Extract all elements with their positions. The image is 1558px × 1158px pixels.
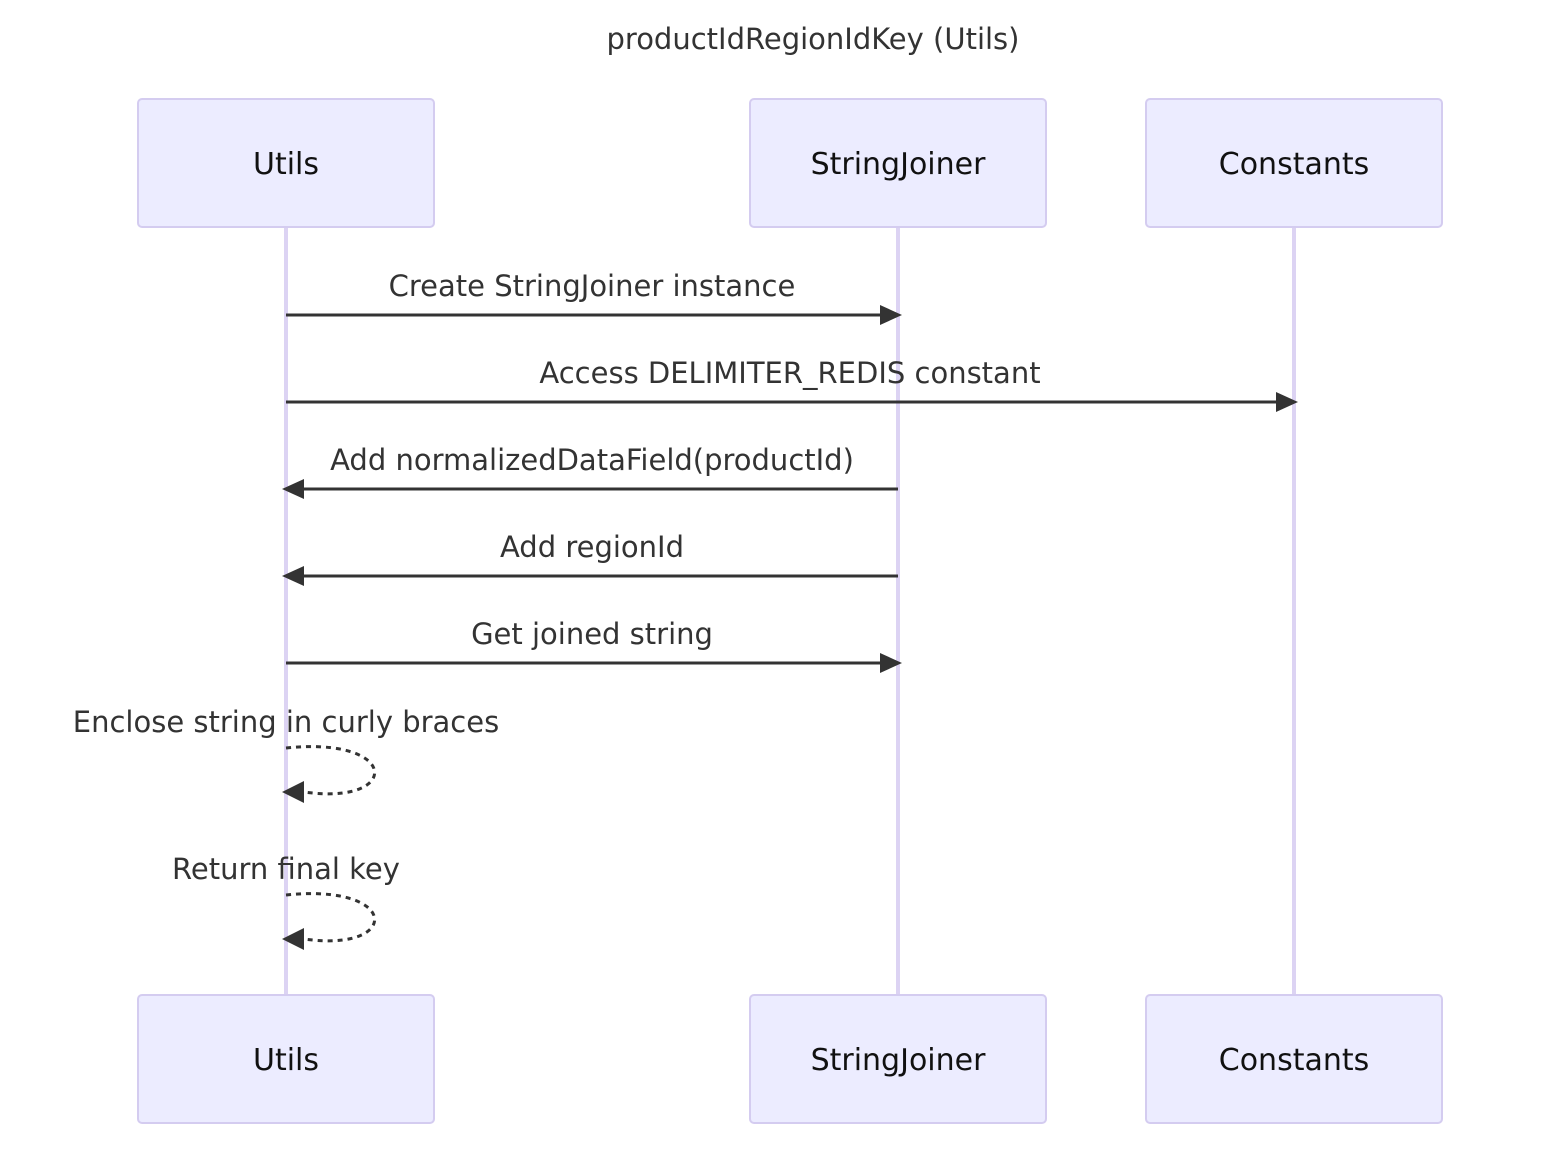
arrowhead-icon: [282, 781, 304, 803]
participant-constants-top: Constants: [1145, 98, 1443, 228]
participant-label: Constants: [1219, 147, 1370, 182]
message-label: Create StringJoiner instance: [389, 269, 796, 303]
participant-box: [1145, 994, 1443, 1124]
participant-box: [1145, 98, 1443, 228]
lifelines: [284, 227, 1296, 995]
participant-label: Utils: [253, 1043, 319, 1078]
participant-label: Utils: [253, 147, 319, 182]
message-2: Access DELIMITER_REDIS constant: [286, 356, 1298, 412]
participant-utils-bottom: Utils: [137, 994, 435, 1124]
message-1: Create StringJoiner instance: [286, 269, 902, 325]
message-7: Return final key: [172, 852, 400, 950]
participant-joiner-bottom: StringJoiner: [749, 994, 1047, 1124]
participant-joiner-top: StringJoiner: [749, 98, 1047, 228]
message-3: Add normalizedDataField(productId): [282, 443, 898, 499]
participant-box: [137, 994, 435, 1124]
message-label: Get joined string: [471, 617, 713, 651]
participant-utils-top: Utils: [137, 98, 435, 228]
arrowhead-icon: [282, 566, 304, 586]
message-label: Add normalizedDataField(productId): [330, 443, 854, 477]
participant-label: Constants: [1219, 1043, 1370, 1078]
participant-constants-bottom: Constants: [1145, 994, 1443, 1124]
participant-label: StringJoiner: [811, 1043, 987, 1078]
participant-label: StringJoiner: [811, 147, 987, 182]
diagram-title: productIdRegionIdKey (Utils): [607, 22, 1020, 56]
message-5: Get joined string: [286, 617, 902, 673]
participants: UtilsUtilsStringJoinerStringJoinerConsta…: [137, 98, 1443, 1124]
arrowhead-icon: [880, 305, 902, 325]
message-4: Add regionId: [282, 530, 898, 586]
arrowhead-icon: [282, 479, 304, 499]
participant-box: [137, 98, 435, 228]
message-label: Add regionId: [500, 530, 684, 564]
arrowhead-icon: [282, 928, 304, 950]
message-label: Return final key: [172, 852, 400, 886]
participant-box: [749, 994, 1047, 1124]
message-label: Enclose string in curly braces: [73, 705, 499, 739]
message-label: Access DELIMITER_REDIS constant: [539, 356, 1040, 390]
arrowhead-icon: [1276, 392, 1298, 412]
participant-box: [749, 98, 1047, 228]
message-6: Enclose string in curly braces: [73, 705, 499, 803]
arrowhead-icon: [880, 653, 902, 673]
